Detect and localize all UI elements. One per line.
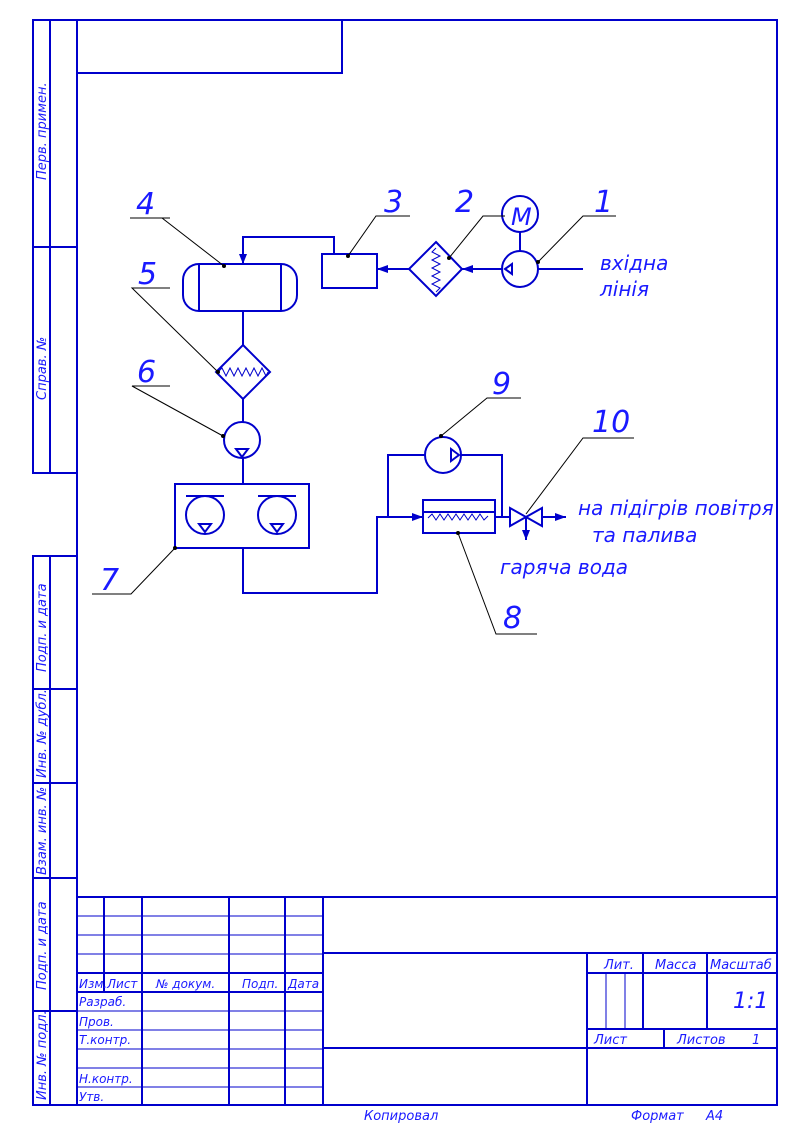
tb-massa: Масса xyxy=(655,958,696,973)
motor xyxy=(501,195,539,233)
footer-kopiroval: Копировал xyxy=(364,1109,438,1124)
tb-row-razrab: Разраб. xyxy=(79,995,126,1009)
leader-lines xyxy=(92,215,634,635)
tb-lit: Лит. xyxy=(603,958,634,973)
label-6: 6 xyxy=(137,355,156,390)
tb-listov: Листов xyxy=(676,1033,726,1048)
stamp-inv-podl: Инв. № подл. xyxy=(35,1010,50,1100)
tb-row-prov: Пров. xyxy=(79,1015,114,1029)
tb-row-tkontr: Т.контр. xyxy=(79,1033,131,1047)
tb-col-list: Лист xyxy=(106,977,138,991)
valve-10 xyxy=(509,506,543,528)
left-side-stamps xyxy=(32,19,78,1106)
pump-9 xyxy=(424,436,462,474)
stamp-sprav-no: Справ. № xyxy=(35,337,50,400)
label-5: 5 xyxy=(138,257,157,292)
tb-col-podp: Подп. xyxy=(242,977,278,991)
title-block xyxy=(77,896,777,1105)
label-3: 3 xyxy=(384,185,403,220)
pump-6 xyxy=(223,421,261,459)
outlet-text-2: та палива xyxy=(592,523,697,547)
sheet-frame xyxy=(76,19,778,1106)
stamp-perv-primen: Перв. примен. xyxy=(35,82,50,180)
flow-arrows xyxy=(239,254,566,540)
tb-listov-value: 1 xyxy=(752,1033,760,1048)
tank-3 xyxy=(321,253,378,289)
label-9: 9 xyxy=(492,367,511,402)
tb-row-utv: Утв. xyxy=(79,1090,104,1104)
pump-1 xyxy=(501,250,539,288)
leader-dots xyxy=(173,254,540,550)
tb-masshtab: Масштаб xyxy=(710,958,772,973)
stamp-vzam-inv: Взам. инв. № xyxy=(35,787,50,875)
footer-format: Формат xyxy=(631,1109,684,1124)
inlet-text-1: вхідна xyxy=(600,251,668,275)
label-1: 1 xyxy=(594,185,613,220)
tb-list: Лист xyxy=(593,1033,627,1048)
top-left-box xyxy=(77,20,343,74)
tb-row-nkontr: Н.контр. xyxy=(79,1072,133,1086)
heater-8 xyxy=(422,499,496,534)
stamp-podp-data-1: Подп. и дата xyxy=(35,583,50,672)
label-7: 7 xyxy=(100,563,119,598)
tb-col-data: Дата xyxy=(287,977,319,991)
filter-5 xyxy=(214,343,272,401)
footer-format-value: A4 xyxy=(705,1109,723,1124)
tank-4 xyxy=(182,263,298,312)
pipe-lines xyxy=(242,232,583,594)
label-2: 2 xyxy=(455,185,474,220)
inlet-text-2: лінія xyxy=(599,277,649,301)
label-8: 8 xyxy=(503,601,522,636)
label-10: 10 xyxy=(592,405,630,440)
pump-unit-7 xyxy=(174,483,310,549)
tb-col-dokum: № докум. xyxy=(155,977,215,991)
outlet-text-1: на підігрів повітря xyxy=(578,496,774,520)
stamp-podp-data-2: Подп. и дата xyxy=(35,901,50,990)
label-4: 4 xyxy=(136,187,155,222)
hot-water-text: гаряча вода xyxy=(500,555,628,579)
motor-label: M xyxy=(511,203,532,231)
tb-col-izm: Изм. xyxy=(79,977,107,991)
filter-2 xyxy=(407,240,464,298)
stamp-inv-dubl: Инв. № дубл. xyxy=(35,689,50,778)
tb-scale-value: 1:1 xyxy=(733,989,768,1014)
